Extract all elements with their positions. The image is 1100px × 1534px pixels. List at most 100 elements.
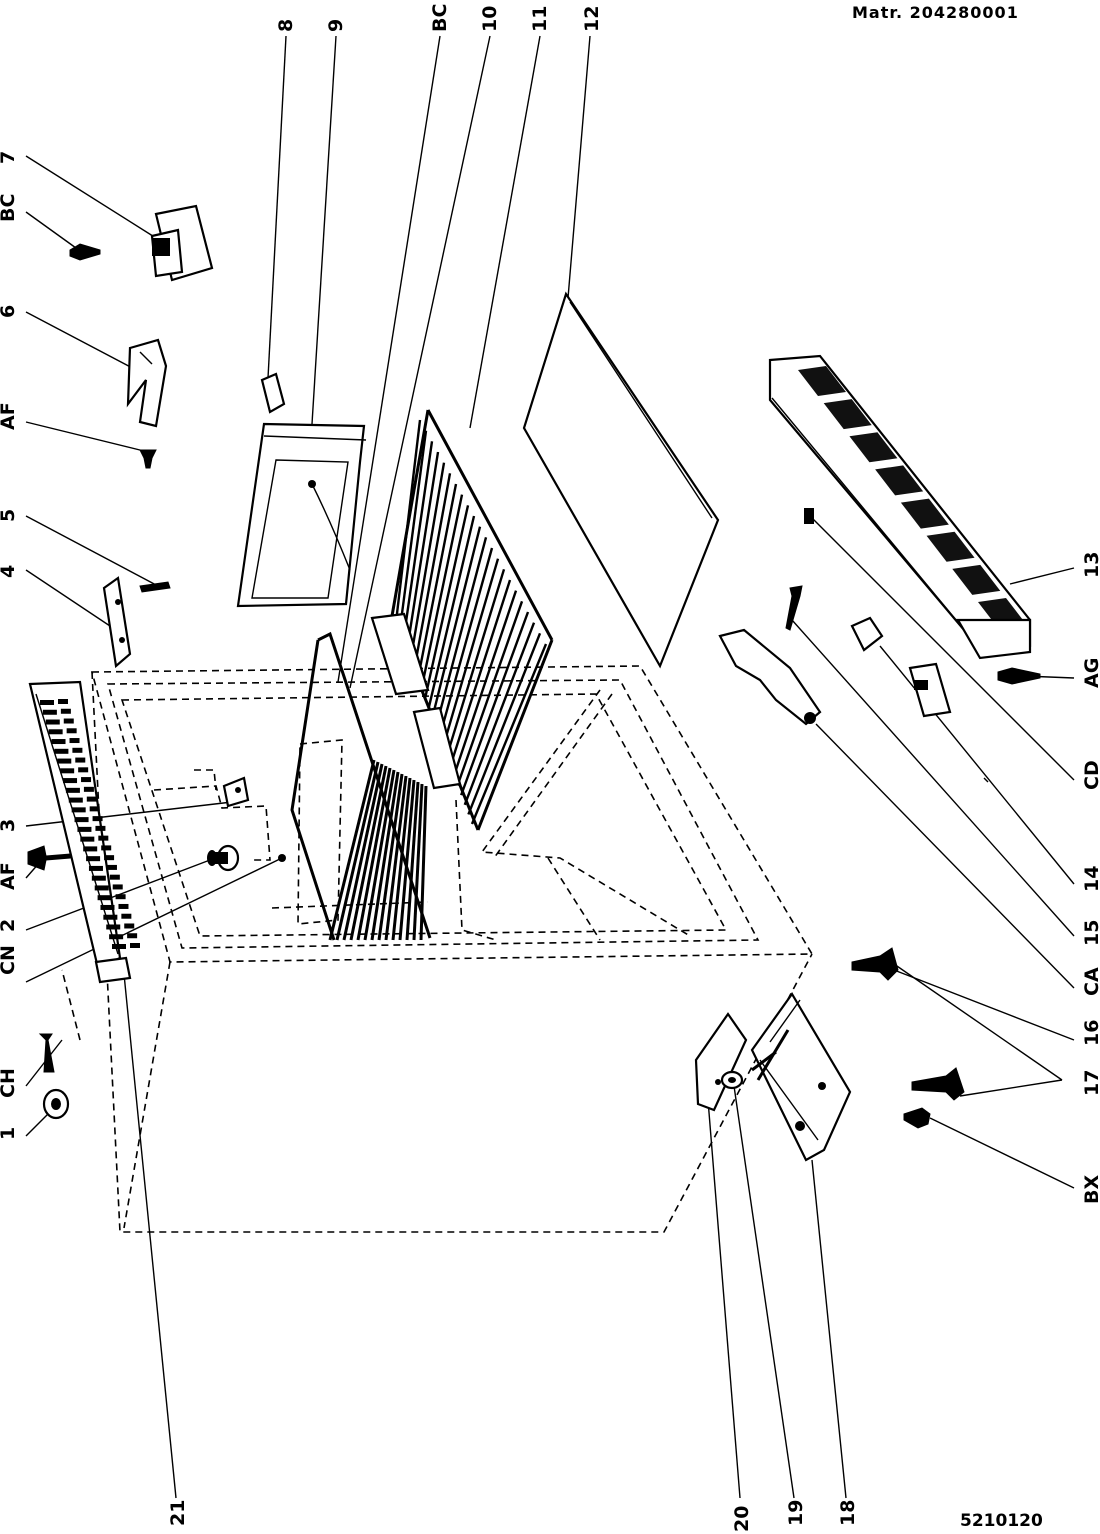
part-af-screw-left: [27, 845, 71, 871]
grille-slot: [77, 826, 92, 832]
label-ch: CH: [0, 1068, 19, 1098]
label-15: 15: [1081, 920, 1100, 946]
shelf-wire: [463, 622, 536, 806]
grille-slot: [94, 885, 109, 891]
grille-slot: [48, 729, 63, 735]
shelf-wire: [409, 462, 446, 661]
shelf-wire: [377, 773, 404, 941]
grille-slot: [83, 846, 98, 852]
shelf-wire: [384, 775, 408, 941]
label-13: 13: [1081, 552, 1100, 578]
label-17: 17: [1081, 1070, 1100, 1096]
grille-slot: [54, 748, 69, 754]
label-bc-1: BC: [0, 194, 19, 222]
shelf-wire: [405, 451, 440, 652]
shelf-wire: [398, 430, 428, 632]
leader-lines: [25, 35, 1075, 1499]
callout-labels-bottom: 21 20 19 18: [167, 1500, 859, 1532]
label-9: 9: [325, 19, 347, 32]
part-cd-bracket: [908, 662, 952, 718]
part-ca-bracket: [718, 628, 822, 726]
grille-slot: [80, 836, 95, 842]
grille-slot: [57, 758, 72, 764]
grille-slot: [121, 913, 132, 919]
grille-slot: [60, 768, 75, 774]
grille-slot: [100, 904, 115, 910]
grille-slot: [91, 875, 106, 881]
shelf-wire: [431, 526, 482, 719]
grille-slot: [127, 933, 138, 939]
grille-slot: [78, 767, 89, 773]
shelf-wire: [394, 419, 422, 623]
grille-slot: [40, 700, 54, 705]
shelf-wire: [423, 505, 470, 700]
label-5: 5: [0, 509, 19, 522]
part-6-bracket: [126, 338, 168, 428]
shelf-wire: [370, 771, 400, 941]
part-7-hinge-block: [150, 204, 214, 282]
shelf-wire: [420, 494, 464, 690]
callout-labels-top: 1 CH CN 2 AF 3 4 5 AF 6 BC 7 8 9 BC 10 1…: [0, 4, 603, 1140]
label-3: 3: [0, 819, 19, 832]
grille-louver: [900, 498, 949, 529]
grille-slot: [104, 855, 115, 861]
grille-slot: [69, 738, 80, 744]
label-1: 1: [0, 1127, 19, 1140]
grille-slot: [92, 816, 103, 822]
grille-slot: [89, 806, 100, 812]
shelf-wire: [412, 783, 424, 941]
part-8-latch: [260, 372, 286, 414]
grille-slot: [63, 718, 74, 724]
label-cd: CD: [1081, 760, 1100, 790]
label-ag: AG: [1081, 658, 1100, 688]
grille-slot: [81, 777, 92, 783]
grille-slot: [75, 757, 86, 763]
label-cn: CN: [0, 945, 19, 975]
shelf-wire: [402, 441, 434, 642]
label-18: 18: [837, 1500, 859, 1526]
grille-louver: [849, 432, 898, 463]
grille-slot: [118, 903, 129, 909]
grille-slot: [65, 787, 80, 793]
label-11: 11: [529, 6, 551, 32]
shelf-wire: [405, 781, 420, 941]
drawing-code: 5210120: [960, 1511, 1043, 1531]
grille-slot: [115, 894, 126, 900]
part-bc-screw-top: [69, 243, 101, 261]
part-12-glass-plate: [522, 291, 720, 669]
grille-louver: [926, 531, 975, 562]
part-18-hinge-bracket: [750, 991, 852, 1162]
label-af-1: AF: [0, 862, 19, 890]
grille-slot: [60, 708, 71, 714]
label-bx: BX: [1081, 1175, 1100, 1204]
grille-slot: [112, 944, 126, 949]
part-cd-clip: [804, 508, 814, 524]
grille-louver: [952, 564, 1001, 595]
grille-slot: [86, 796, 97, 802]
part-ag-screw: [997, 667, 1041, 685]
part-15-screw: [785, 585, 803, 631]
part-5-pin: [139, 581, 171, 593]
shelf-wire: [460, 611, 530, 796]
shelf-wire: [398, 779, 416, 941]
grille-louver: [798, 366, 846, 396]
grille-slot: [97, 895, 112, 901]
grille-slot: [112, 884, 123, 890]
shelf-wire: [438, 547, 494, 738]
part-19-bushing: [720, 1070, 744, 1090]
label-4: 4: [0, 565, 19, 578]
grille-louver: [875, 465, 924, 496]
grille-slot: [124, 923, 135, 929]
shelf-wire: [467, 632, 542, 815]
label-12: 12: [581, 6, 603, 32]
grille-slot: [98, 835, 109, 841]
grille-slot: [72, 747, 83, 753]
grille-slot: [63, 778, 78, 784]
part-2-knob: [207, 844, 240, 872]
shelf-wire: [456, 600, 524, 786]
grille-slot: [68, 797, 83, 803]
part-11-wire-shelf: [370, 409, 554, 831]
label-21: 21: [167, 1500, 189, 1526]
